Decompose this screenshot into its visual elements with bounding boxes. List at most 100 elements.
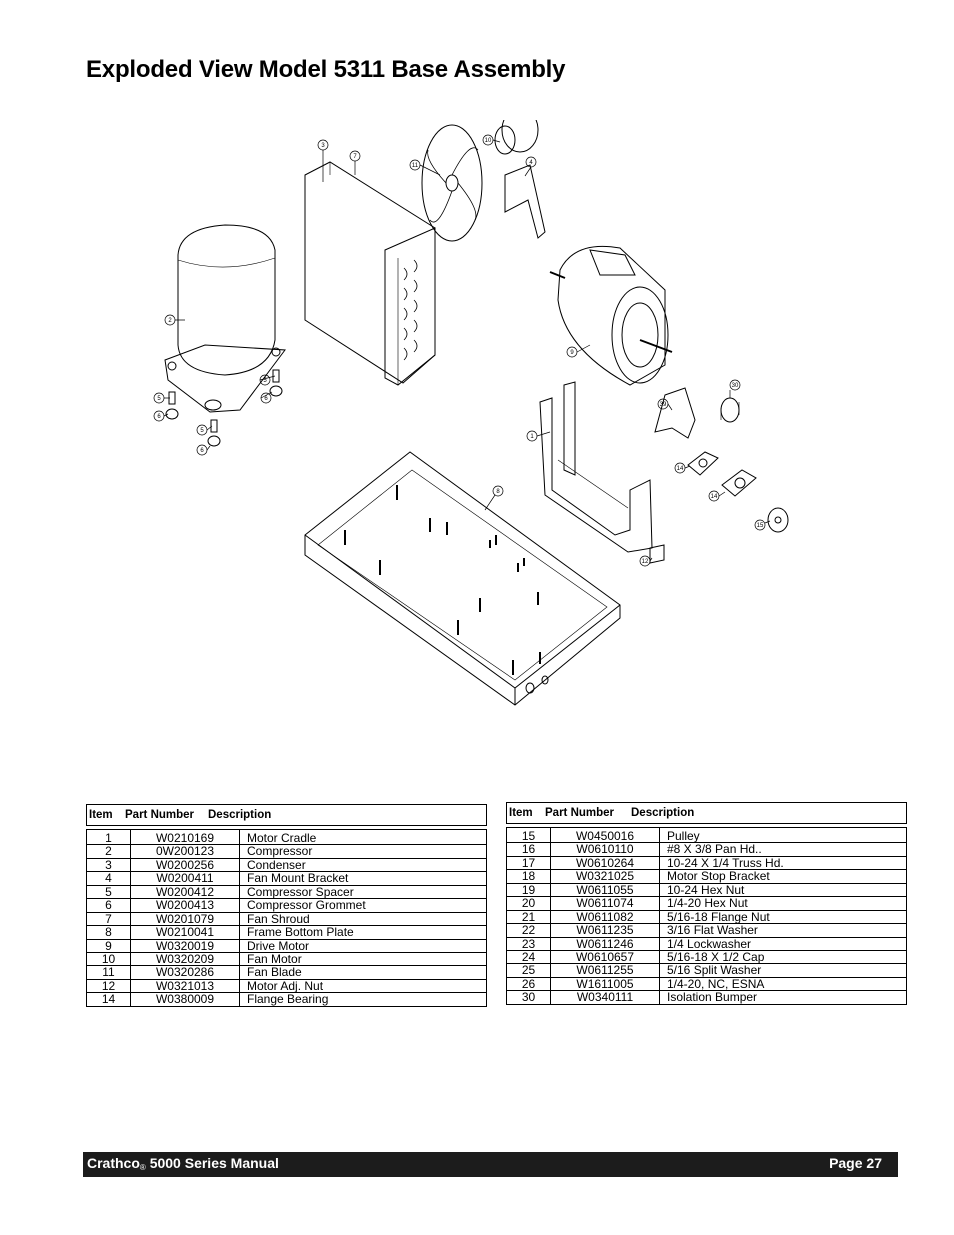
part-number-cell: W0210169 <box>130 829 240 845</box>
part-number-cell: W0610264 <box>550 856 660 870</box>
part-number-cell: W0610110 <box>550 842 660 857</box>
part-number-cell: W0611235 <box>550 923 660 937</box>
svg-text:5: 5 <box>263 378 267 384</box>
part-number-cell: W0611055 <box>550 883 660 897</box>
description-cell: 10-24 Hex Nut <box>667 882 745 897</box>
svg-text:11: 11 <box>412 163 419 169</box>
description-cell: Flange Bearing <box>247 992 329 1007</box>
description-cell: 10-24 X 1/4 Truss Hd. <box>667 855 784 870</box>
fan-blade-drawing <box>421 124 483 242</box>
item-cell: 21 <box>506 910 551 924</box>
header-part-number: Part Number <box>125 809 195 821</box>
item-cell: 1 <box>86 829 131 845</box>
svg-text:8: 8 <box>496 489 500 495</box>
item-cell: 5 <box>86 885 131 899</box>
fan-motor-drawing <box>494 120 546 239</box>
description-cell: Frame Bottom Plate <box>247 925 354 940</box>
item-cell: 3 <box>86 858 131 872</box>
header-part-number: Part Number <box>545 807 615 819</box>
item-cell: 12 <box>86 979 131 993</box>
description-cell: 5/16 Split Washer <box>667 963 762 978</box>
svg-text:14: 14 <box>711 494 718 500</box>
item-cell: 14 <box>86 992 131 1007</box>
svg-text:6: 6 <box>200 448 204 454</box>
part-number-cell: W0200411 <box>130 871 240 886</box>
description-cell: Condenser <box>247 857 306 872</box>
svg-text:1: 1 <box>530 434 534 440</box>
description-cell: 1/4-20 Hex Nut <box>667 896 748 911</box>
motor-stop-bracket-drawing <box>654 387 740 439</box>
item-cell: 6 <box>86 898 131 913</box>
part-number-cell: W0450016 <box>550 827 660 843</box>
part-number-cell: W0201079 <box>130 912 240 926</box>
compressor-drawing <box>164 224 286 447</box>
condenser-drawing <box>304 161 436 386</box>
svg-text:30: 30 <box>732 383 739 389</box>
item-cell: 4 <box>86 871 131 886</box>
description-cell: Fan Motor <box>247 951 302 966</box>
item-cell: 19 <box>506 883 551 897</box>
footer-brand: Crathco <box>87 1155 140 1171</box>
item-cell: 26 <box>506 977 551 991</box>
description-cell: #8 X 3/8 Pan Hd.. <box>667 842 762 857</box>
svg-text:3: 3 <box>321 143 325 149</box>
item-cell: 30 <box>506 990 551 1005</box>
page-title: Exploded View Model 5311 Base Assembly <box>86 56 566 83</box>
motor-cradle-drawing <box>539 381 653 553</box>
description-cell: Pulley <box>667 829 700 843</box>
svg-text:4: 4 <box>529 160 533 166</box>
footer-page-number: Page 27 <box>829 1155 882 1171</box>
description-cell: 3/16 Flat Washer <box>667 923 758 938</box>
description-cell: 1/4 Lockwasher <box>667 936 752 951</box>
svg-text:39: 39 <box>660 402 667 408</box>
svg-text:7: 7 <box>353 154 357 160</box>
description-cell: Compressor <box>247 844 313 859</box>
description-cell: 1/4-20, NC, ESNA <box>667 976 765 991</box>
item-cell: 17 <box>506 856 551 870</box>
svg-text:5: 5 <box>200 428 204 434</box>
part-number-cell: W0200412 <box>130 885 240 899</box>
description-cell: 5/16-18 X 1/2 Cap <box>667 949 765 964</box>
part-number-cell: W0200413 <box>130 898 240 913</box>
item-cell: 16 <box>506 842 551 857</box>
item-cell: 15 <box>506 827 551 843</box>
item-cell: 18 <box>506 869 551 884</box>
part-number-cell: W0611246 <box>550 937 660 951</box>
item-cell: 7 <box>86 912 131 926</box>
svg-text:12: 12 <box>642 559 649 565</box>
description-cell: Isolation Bumper <box>667 990 758 1005</box>
drive-motor-drawing <box>549 245 673 386</box>
item-cell: 9 <box>86 939 131 953</box>
part-number-cell: W1611005 <box>550 977 660 991</box>
footer-registered-mark: ® <box>139 1163 146 1172</box>
svg-text:15: 15 <box>757 523 764 529</box>
description-cell: Compressor Spacer <box>247 884 354 899</box>
part-number-cell: W0340111 <box>550 990 660 1005</box>
svg-text:2: 2 <box>168 318 172 324</box>
svg-text:6: 6 <box>264 396 268 402</box>
